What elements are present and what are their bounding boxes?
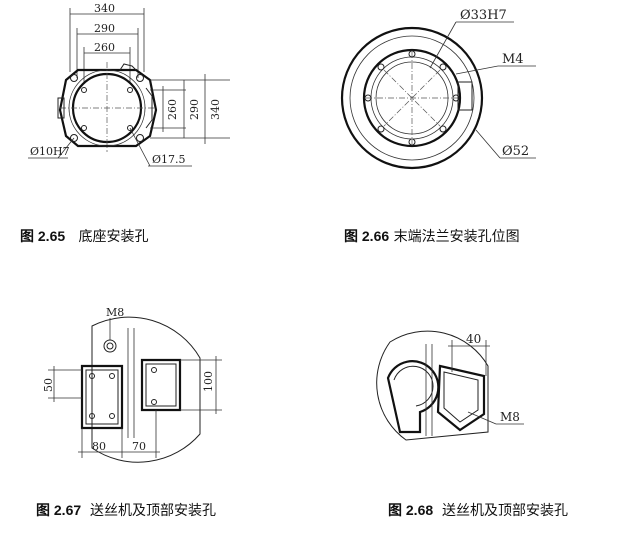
caption-text: 底座安装孔 bbox=[78, 229, 149, 245]
flange-drawing: Ø33H7 M4 Ø52 bbox=[340, 8, 536, 170]
dim-hole-diameter: Ø10H7 bbox=[30, 145, 70, 158]
dim-thread: M4 bbox=[502, 52, 524, 67]
dim-thread: M8 bbox=[106, 306, 124, 319]
dim-340-side: 340 bbox=[209, 99, 222, 120]
caption-number: 图 2.66 bbox=[344, 228, 390, 244]
caption-fig-2-66: 图 2.66 末端法兰安装孔位图 bbox=[344, 226, 520, 246]
base-drawing: 340 290 260 260 290 340 Ø10H bbox=[28, 2, 230, 167]
dim-290-top: 290 bbox=[94, 22, 115, 35]
dim-290-side: 290 bbox=[188, 99, 201, 120]
dim-outer: Ø52 bbox=[502, 144, 529, 159]
figure-wire-feeder-top-holes: 40 M8 bbox=[360, 320, 540, 450]
dim-40: 40 bbox=[466, 332, 481, 346]
caption-text: 送丝机及顶部安装孔 bbox=[90, 503, 217, 519]
dim-340-top: 340 bbox=[94, 2, 115, 15]
figure-wire-feeder-holes: M8 50 100 80 70 bbox=[30, 298, 240, 468]
wire-feeder-drawing: M8 50 100 80 70 bbox=[42, 306, 222, 463]
dim-260-side: 260 bbox=[166, 99, 179, 120]
dim-100: 100 bbox=[202, 371, 215, 392]
caption-number: 图 2.65 bbox=[20, 228, 66, 244]
caption-fig-2-65: 图 2.65 底座安装孔 bbox=[20, 226, 149, 246]
caption-fig-2-68: 图 2.68 送丝机及顶部安装孔 bbox=[388, 500, 568, 520]
dim-bolt-diameter: Ø17.5 bbox=[152, 153, 186, 166]
dim-bore: Ø33H7 bbox=[460, 8, 507, 23]
figure-end-flange-holes: Ø33H7 M4 Ø52 bbox=[330, 0, 590, 180]
dim-80: 80 bbox=[92, 440, 106, 453]
dim-70: 70 bbox=[132, 440, 146, 453]
dim-thread: M8 bbox=[500, 410, 520, 424]
caption-fig-2-67: 图 2.67 送丝机及顶部安装孔 bbox=[36, 500, 216, 520]
caption-number: 图 2.68 bbox=[388, 502, 434, 518]
caption-text: 末端法兰安装孔位图 bbox=[393, 229, 520, 245]
dim-260-top: 260 bbox=[94, 41, 115, 54]
dim-50: 50 bbox=[42, 378, 55, 392]
caption-number: 图 2.67 bbox=[36, 502, 82, 518]
caption-text: 送丝机及顶部安装孔 bbox=[442, 503, 569, 519]
figure-base-mounting-holes: 340 290 260 260 290 340 Ø10H bbox=[0, 0, 250, 180]
wire-feeder-top-drawing: 40 M8 bbox=[376, 330, 524, 441]
